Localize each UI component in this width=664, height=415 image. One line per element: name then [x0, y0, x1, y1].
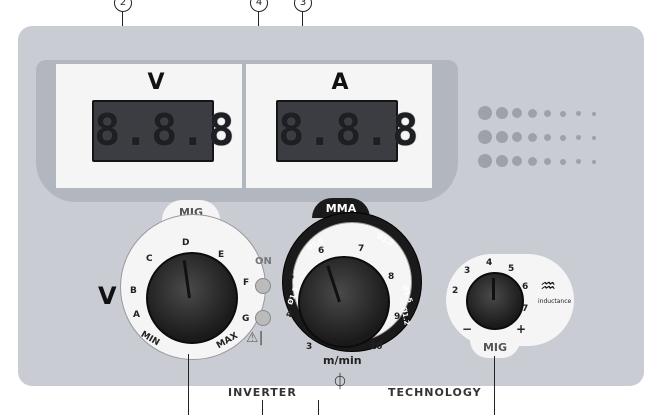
voltage-knob[interactable] [146, 252, 238, 344]
warning-led [255, 310, 271, 326]
voltage-display-label: V [147, 70, 165, 95]
inductance-minus: − [462, 322, 473, 336]
callout-4: 4 [250, 0, 268, 12]
inductance-knob-tab: MIG [470, 340, 520, 358]
voltage-scale-e: E [218, 250, 225, 260]
wire-scale-10: 10 [370, 342, 383, 352]
callout-3: 3 [294, 0, 312, 12]
power-on-label: ON [255, 256, 272, 267]
wire-scale-4: 4 [286, 310, 293, 320]
wire-knob[interactable] [298, 256, 390, 348]
inductance-label: inductance [538, 298, 572, 305]
voltage-scale-b: B [130, 286, 137, 296]
callout-2: 2 [114, 0, 132, 12]
footer-technology: TECHNOLOGY [388, 386, 482, 399]
inductance-coil-icon: ♒ [540, 276, 557, 297]
inductance-scale-5: 5 [508, 264, 515, 274]
voltage-scale-d: D [182, 238, 190, 248]
wire-knob-leader [318, 400, 319, 415]
wire-scale-9: 9 [394, 312, 401, 322]
wire-scale-6: 6 [318, 246, 325, 256]
voltage-scale-c: C [146, 254, 153, 264]
warning-leader [262, 400, 263, 415]
warning-icon: ⚠| [246, 330, 264, 346]
voltage-lcd: 8.8.8 [92, 100, 234, 162]
footer-inverter: INVERTER [228, 386, 297, 399]
wire-scale-3: 3 [306, 342, 313, 352]
current-lcd: 8.8.8 [276, 100, 418, 162]
inductance-scale-2: 2 [452, 286, 459, 296]
voltage-knob-pointer [182, 260, 191, 299]
inductance-plus: + [516, 322, 527, 336]
voltage-scale-g: G [242, 314, 250, 324]
voltage-scale-f: F [243, 278, 250, 288]
inductance-scale-4: 4 [486, 258, 493, 268]
voltage-knob-leader [188, 354, 189, 415]
wire-scale-7: 7 [358, 244, 365, 254]
voltage-scale-a: A [133, 310, 140, 320]
inductance-scale-3: 3 [464, 266, 471, 276]
inductance-knob-leader [494, 356, 495, 415]
current-display-label: A [331, 70, 349, 95]
wire-knob-pointer [326, 265, 341, 303]
wire-feed-icon: ⏀ [332, 372, 349, 391]
inductance-scale-6: 6 [522, 282, 529, 292]
power-led [255, 278, 271, 294]
inductance-knob-pointer [492, 278, 495, 300]
inductance-knob[interactable] [466, 272, 524, 330]
wire-scale-5: 5 [288, 272, 295, 282]
wire-unit-label: m/min [323, 354, 362, 367]
wire-scale-8: 8 [388, 272, 395, 282]
inductance-scale-7: 7 [522, 304, 529, 314]
voltage-knob-side-label: V [98, 282, 117, 310]
